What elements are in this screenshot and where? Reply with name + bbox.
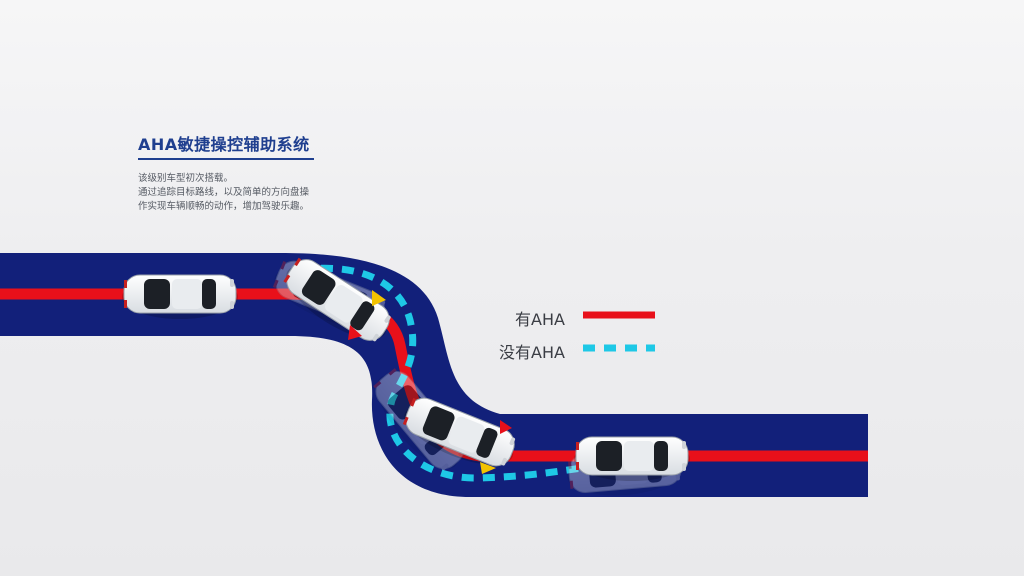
legend-with-aha-label: 有AHA bbox=[515, 310, 565, 329]
legend-without-aha-label: 没有AHA bbox=[499, 343, 565, 362]
car-icon bbox=[121, 274, 239, 320]
description-line-3: 作实现车辆顺畅的动作，增加驾驶乐趣。 bbox=[138, 201, 310, 212]
steering-arrow-icon bbox=[480, 462, 496, 474]
car-icon bbox=[573, 436, 691, 482]
steering-arrow-icon bbox=[348, 325, 362, 340]
steering-arrow-icon bbox=[372, 290, 386, 306]
page-title: AHA敏捷操控辅助系统 bbox=[138, 135, 310, 154]
description-line-2: 通过追踪目标路线，以及简单的方向盘操 bbox=[138, 187, 310, 198]
title-underline bbox=[138, 158, 314, 160]
road bbox=[0, 253, 868, 497]
description-line-1: 该级别车型初次搭载。 bbox=[138, 173, 234, 184]
description: 该级别车型初次搭载。 通过追踪目标路线，以及简单的方向盘操 作实现车辆顺畅的动作… bbox=[138, 172, 378, 214]
steering-arrow-icon bbox=[500, 420, 512, 434]
